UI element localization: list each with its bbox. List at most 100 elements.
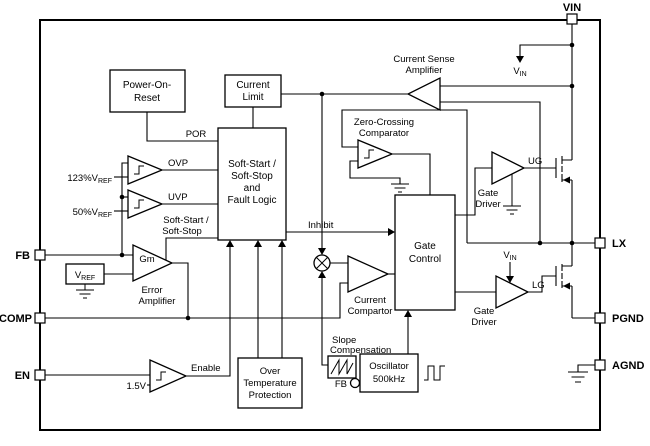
uvp-comparator: UVP 50%VREF [73, 189, 188, 219]
en-pin-label: EN [15, 370, 30, 382]
current-limit-line2: Limit [242, 92, 263, 103]
ovp-triangle-icon [127, 155, 164, 185]
fault-logic-line3: and [244, 183, 261, 194]
low-side-mosfet-icon [552, 264, 572, 290]
current-limit-line1: Current [236, 80, 270, 91]
agnd-pin-label: AGND [612, 360, 644, 372]
vref-block: VREF [65, 263, 105, 285]
pgnd-pad [594, 312, 606, 324]
error-amp-line2: Amplifier [139, 296, 176, 307]
cs-amp-line2: Amplifier [406, 65, 443, 76]
cs-amp-line1: Current Sense [393, 54, 454, 65]
vin-lg-label: VIN [503, 250, 516, 262]
comp-pin-label: COMP [0, 313, 32, 325]
vin-pin-label: VIN [563, 2, 581, 14]
en-pad [34, 369, 46, 381]
lg-driver-line2: Driver [471, 317, 496, 328]
vin-top-label: VIN [513, 66, 526, 78]
hysteresis-icon [364, 149, 374, 159]
soft-start-line1: Soft-Start / [163, 215, 209, 226]
oscillator-line2: 500kHz [373, 374, 405, 385]
otp-line1: Over [260, 366, 281, 377]
ovp-ref-label: 123%VREF [67, 173, 112, 185]
hysteresis-icon [134, 165, 144, 175]
ug-driver-line1: Gate [478, 188, 499, 199]
sawtooth-icon [330, 358, 354, 376]
otp-line2: Temperature [243, 378, 296, 389]
vin-pad [566, 13, 578, 25]
fb-pin-label: FB [15, 250, 30, 262]
enable-ref-label: 1.5V [126, 381, 146, 392]
pin-en: EN [15, 369, 46, 382]
error-amp-triangle-icon [132, 243, 174, 283]
gate-control-block: Gate Control [394, 194, 456, 311]
pin-vin: VIN [563, 2, 581, 25]
error-amplifier: Gm Error Amplifier [132, 243, 176, 307]
high-side-mosfet-icon [552, 156, 572, 184]
pin-fb: FB [15, 249, 46, 262]
zc-line1: Zero-Crossing [354, 117, 414, 128]
otp-arrow1-icon [254, 240, 262, 247]
fb-pad [34, 249, 46, 261]
lx-pad [594, 237, 606, 249]
ovp-comparator: OVP 123%VREF [67, 155, 188, 185]
vref-label: VREF [75, 270, 95, 282]
ground-icon [503, 174, 521, 215]
otp-line3: Protection [249, 390, 292, 401]
error-amp-line1: Error [141, 285, 162, 296]
fault-logic-line4: Fault Logic [228, 195, 277, 206]
ug-gate-driver: UG Gate Driver [475, 150, 542, 215]
inhibit-label: Inhibit [308, 220, 334, 231]
ground-icon [76, 284, 94, 299]
sum-input-arrow-icon [318, 248, 326, 255]
enable-signal-label: Enable [191, 363, 221, 374]
current-comparator-line2: Compartor [348, 306, 393, 317]
comp-pad [34, 312, 46, 324]
zero-crossing-comparator: Zero-Crossing Comparator [354, 117, 414, 169]
slope-line2: Compensation [330, 345, 391, 356]
zc-line2: Comparator [359, 128, 409, 139]
por-block-line1: Power-On- [123, 80, 171, 91]
osc-fb-input-node [349, 377, 361, 389]
current-comparator: Current Compartor [347, 254, 393, 317]
osc-arrow-icon [404, 310, 412, 317]
current-limit-block: Current Limit [224, 74, 282, 108]
slope-compensation: Slope Compensation [327, 335, 391, 379]
osc-fb-label: FB [335, 379, 347, 390]
soft-start-line2: Soft-Stop [162, 226, 202, 237]
cs-amp-triangle-icon [406, 76, 441, 112]
pin-pgnd: PGND [594, 312, 644, 325]
current-comparator-line1: Current [354, 295, 386, 306]
fault-logic-block: Soft-Start / Soft-Stop and Fault Logic [217, 127, 287, 241]
por-block-line2: Reset [134, 93, 160, 104]
arrowheads [226, 56, 524, 317]
fault-logic-line2: Soft-Stop [231, 171, 273, 182]
ug-driver-line2: Driver [475, 199, 500, 210]
enable-comparator: 1.5V Enable [126, 358, 221, 394]
power-on-reset-block: Power-On- Reset [109, 69, 186, 113]
ovp-signal-label: OVP [168, 158, 188, 169]
uvp-signal-label: UVP [168, 192, 188, 203]
uvp-ref-label: 50%VREF [73, 207, 112, 219]
sawtooth-box [327, 355, 357, 379]
gm-label: Gm [139, 254, 154, 265]
lg-driver-triangle-icon [495, 274, 530, 310]
ground-icon [568, 371, 588, 383]
clock-waveform-icon [424, 365, 445, 381]
slope-input-arrow-icon [318, 271, 326, 278]
lg-label: LG [532, 280, 545, 291]
gate-control-line2: Control [409, 254, 441, 265]
summing-node [313, 254, 331, 272]
summing-x-icon [316, 257, 328, 269]
enable-triangle-icon [149, 358, 188, 394]
oscillator-block: Oscillator 500kHz FB [335, 353, 445, 393]
vin-top-arrow-icon [516, 56, 524, 63]
inhibit-arrow-icon [388, 228, 395, 236]
pin-lx: LX [594, 237, 627, 250]
pin-comp: COMP [0, 312, 46, 325]
gate-control-line1: Gate [414, 241, 436, 252]
lg-driver-line1: Gate [474, 306, 495, 317]
ug-label: UG [528, 156, 542, 167]
